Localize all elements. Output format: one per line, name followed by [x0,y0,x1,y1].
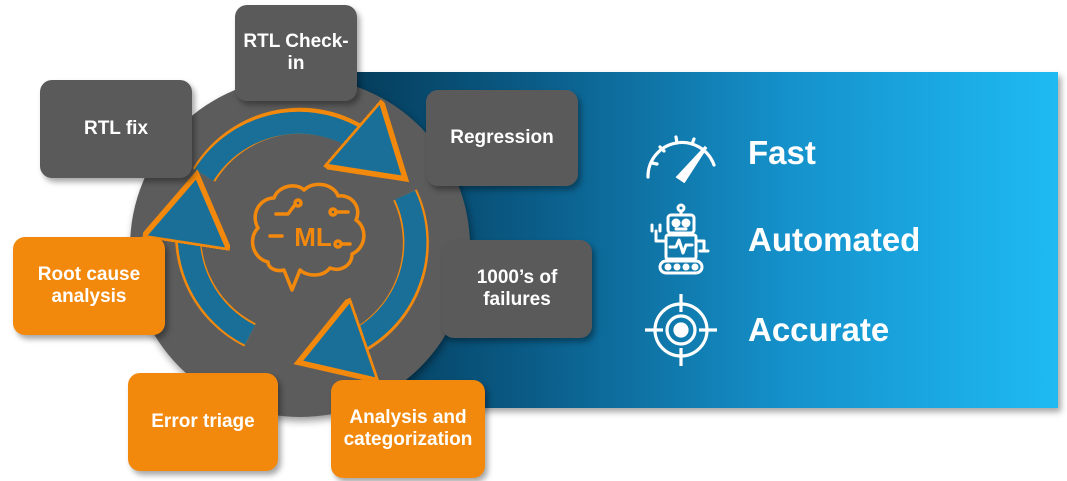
feature-label: Accurate [748,311,890,348]
target-icon [640,294,722,366]
step-label: Analysis and categorization [343,407,473,450]
brain-ml-label: ML [294,222,332,252]
robot-icon [640,203,722,275]
feature-automated: Automated [640,203,921,275]
step-rtl-check-in: RTL Check-in [235,5,357,101]
feature-accurate: Accurate [640,294,890,366]
feature-label: Automated [748,221,921,258]
step-failures: 1000’s of failures [442,240,592,338]
step-root-cause-analysis: Root cause analysis [13,237,165,335]
step-rtl-fix: RTL fix [40,80,192,178]
step-label: RTL fix [83,118,149,140]
step-error-triage: Error triage [128,373,278,471]
step-label: 1000’s of failures [476,267,558,310]
feature-label: Fast [748,134,816,171]
speedometer-icon [640,118,722,188]
step-label: Error triage [151,411,255,433]
step-label: Regression [450,127,554,149]
feature-fast: Fast [640,118,816,188]
step-analysis-categorization: Analysis and categorization [331,380,485,478]
step-label: RTL Check-in [243,31,349,74]
step-label: Root cause analysis [37,264,141,307]
step-regression: Regression [426,90,578,186]
